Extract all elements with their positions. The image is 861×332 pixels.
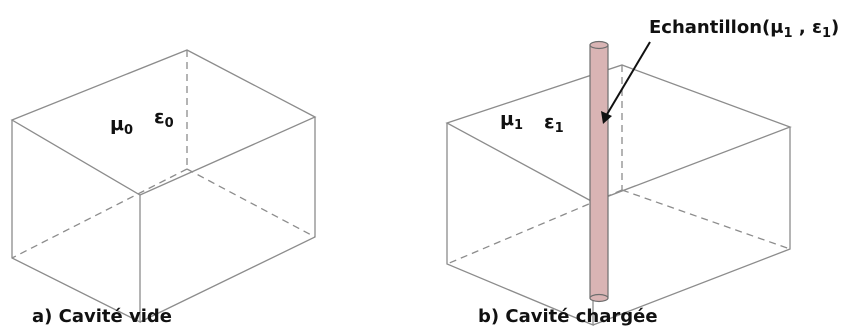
- cavity-a-box: [10, 49, 317, 324]
- cavity-a-mu-label: μ0: [110, 113, 133, 138]
- cavity-b-caption: b) Cavité chargée: [478, 306, 658, 327]
- cavity-a-caption: a) Cavité vide: [32, 306, 172, 327]
- cavity-b-top-face: [445, 64, 792, 203]
- cavity-b-hidden-right: [621, 189, 791, 250]
- sample-rod-body: [589, 44, 609, 299]
- sample-rod-top: [589, 40, 609, 50]
- sample-pointer-arrowhead: [601, 111, 612, 124]
- cavity-b-mu-label: μ1: [500, 108, 523, 133]
- cavity-a-hidden-left: [11, 168, 188, 259]
- cavity-a-hidden-right: [186, 168, 316, 238]
- sample-rod: [589, 40, 609, 303]
- sample-pointer-arrow: [605, 41, 651, 117]
- cavity-b-hidden-left: [446, 189, 623, 265]
- cavity-b-epsilon-label: ε1: [544, 111, 564, 136]
- cavity-a-right-face: [139, 117, 316, 323]
- cavity-a-front-face: [11, 120, 141, 324]
- sample-label: Echantillon(μ1 , ε1): [649, 17, 839, 41]
- cavity-b-front-face: [446, 123, 594, 326]
- cavity-b-box: [445, 64, 792, 326]
- cavity-b-right-face: [592, 127, 791, 326]
- sample-rod-bottom: [589, 293, 609, 303]
- cavity-a-epsilon-label: ε0: [154, 106, 174, 131]
